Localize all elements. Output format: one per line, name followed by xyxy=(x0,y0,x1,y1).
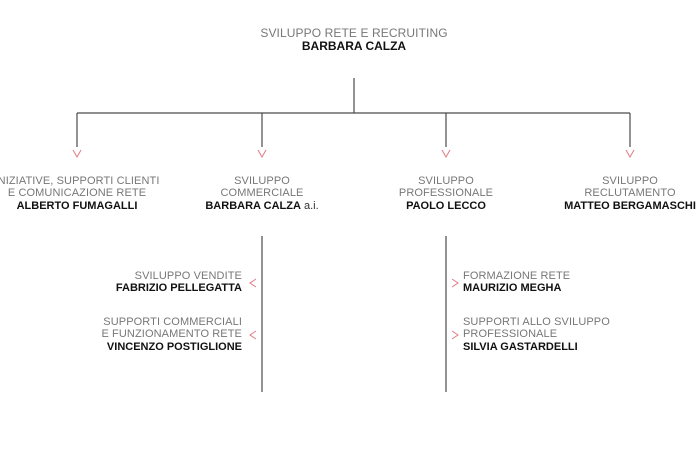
unit-role: SVILUPPO VENDITE xyxy=(134,270,242,282)
chevron-down-icon xyxy=(257,149,267,159)
unit-name: FABRIZIO PELLEGATTA xyxy=(115,282,242,295)
department-reclutamento: SVILUPPO RECLUTAMENTO MATTEO BERGAMASCHI xyxy=(564,175,696,212)
department-role: SVILUPPO RECLUTAMENTO xyxy=(584,175,676,200)
unit-supporti-sviluppo: SUPPORTI ALLO SVILUPPO PROFESSIONALE SIL… xyxy=(463,316,610,353)
unit-name: VINCENZO POSTIGLIONE xyxy=(106,340,242,353)
unit-role: SUPPORTI COMMERCIALI e FUNZIONAMENTO RET… xyxy=(101,316,242,341)
department-role: INIZIATIVE, SUPPORTI CLIENTI e COMUNICAZ… xyxy=(0,175,160,200)
unit-name: MAURIZIO MEGHA xyxy=(463,282,562,295)
chevron-down-icon xyxy=(625,149,635,159)
department-iniziative: INIZIATIVE, SUPPORTI CLIENTI e COMUNICAZ… xyxy=(0,175,159,212)
chevron-right-icon xyxy=(451,330,459,340)
unit-role: FORMAZIONE RETE xyxy=(463,270,571,282)
chevron-left-icon xyxy=(249,278,257,288)
head-role: SVILUPPO RETE E RECRUITING xyxy=(260,26,448,40)
department-commerciale: SVILUPPO COMMERCIALE BARBARA CALZA a.i. xyxy=(205,175,318,212)
unit-sviluppo-vendite: SVILUPPO VENDITE FABRIZIO PELLEGATTA xyxy=(116,270,242,295)
unit-role: SUPPORTI ALLO SVILUPPO PROFESSIONALE xyxy=(463,316,610,341)
head-name: BARBARA CALZA xyxy=(301,39,407,54)
department-name: BARBARA CALZA a.i. xyxy=(205,199,319,212)
department-role: SVILUPPO PROFESSIONALE xyxy=(398,175,494,200)
department-professionale: SVILUPPO PROFESSIONALE PAOLO LECCO xyxy=(399,175,493,212)
unit-supporti-commerciali: SUPPORTI COMMERCIALI e FUNZIONAMENTO RET… xyxy=(101,316,242,353)
chevron-right-icon xyxy=(451,278,459,288)
chevron-down-icon xyxy=(72,149,82,159)
head-node: SVILUPPO RETE E RECRUITING BARBARA CALZA xyxy=(260,26,448,54)
chevron-left-icon xyxy=(249,330,257,340)
department-name: MATTEO BERGAMASCHI xyxy=(564,199,696,212)
chevron-down-icon xyxy=(441,149,451,159)
department-name: PAOLO LECCO xyxy=(406,199,486,212)
unit-name: SILVIA GASTARDELLI xyxy=(463,340,578,353)
department-name: ALBERTO FUMAGALLI xyxy=(16,199,138,212)
department-role: SVILUPPO COMMERCIALE xyxy=(220,175,304,200)
unit-formazione-rete: FORMAZIONE RETE MAURIZIO MEGHA xyxy=(463,270,570,295)
